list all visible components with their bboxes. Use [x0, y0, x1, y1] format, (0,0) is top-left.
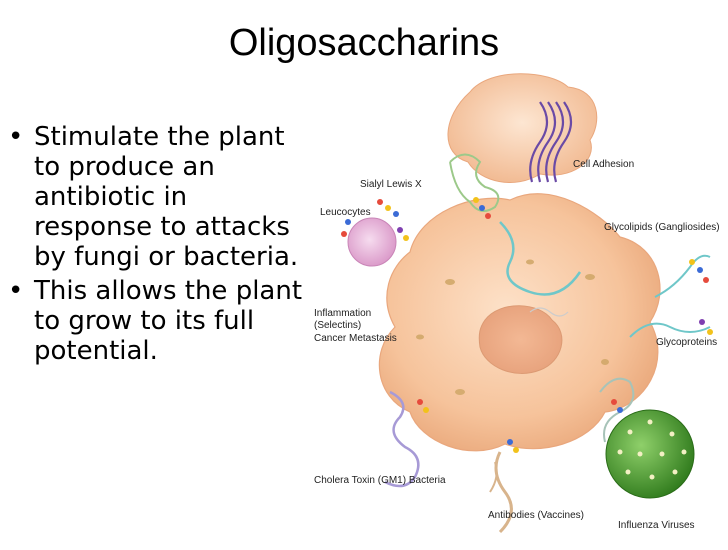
leucocyte-cell: [347, 217, 397, 267]
label-selectins: (Selectins): [314, 320, 362, 331]
bullet-list: • Stimulate the plant to produce an anti…: [8, 122, 313, 370]
label-glycolipids: Glycolipids (Gangliosides): [604, 222, 720, 233]
bullet-text: This allows the plant to grow to its ful…: [34, 276, 303, 366]
label-sialyl-lewis-x: Sialyl Lewis X: [360, 179, 422, 190]
bullet-dot: •: [8, 122, 24, 152]
bullet-text: Stimulate the plant to produce an antibi…: [34, 122, 299, 272]
label-glycoproteins: Glycoproteins: [656, 337, 718, 348]
cell-illustration-svg: [341, 73, 713, 534]
sugar-residues: [341, 197, 713, 453]
cell-illustration: Cell Adhesion Sialyl Lewis X Leucocytes …: [300, 62, 728, 546]
label-antibodies: Antibodies (Vaccines): [488, 510, 584, 521]
bullet-dot: •: [8, 276, 24, 306]
label-cholera-toxin: Cholera Toxin (GM1) Bacteria: [314, 475, 446, 486]
nucleus: [478, 305, 563, 374]
label-influenza: Influenza Viruses: [618, 520, 695, 531]
label-cell-adhesion: Cell Adhesion: [573, 159, 635, 170]
label-cancer-metastasis: Cancer Metastasis: [314, 333, 397, 344]
slide-title: Oligosaccharins: [228, 22, 500, 64]
label-leucocytes: Leucocytes: [320, 207, 371, 218]
bullet-item: • Stimulate the plant to produce an anti…: [8, 122, 313, 272]
label-inflammation: Inflammation: [314, 308, 372, 319]
bullet-item: • This allows the plant to grow to its f…: [8, 276, 313, 366]
